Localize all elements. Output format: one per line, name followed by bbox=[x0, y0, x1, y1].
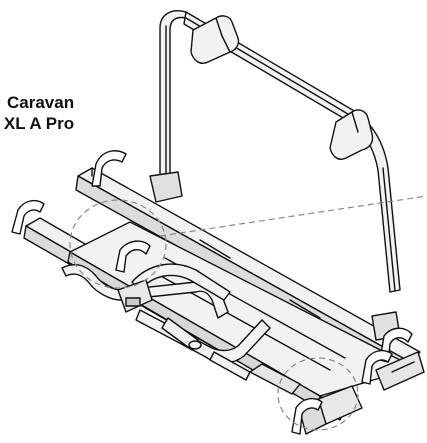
wheel-straps bbox=[11, 150, 413, 435]
frame-hinges bbox=[149, 171, 401, 341]
support-rod bbox=[209, 351, 301, 395]
product-name-line-2: XL A Pro bbox=[3, 114, 75, 133]
center-clamp bbox=[117, 279, 153, 313]
detail-leader-line bbox=[159, 195, 427, 237]
product-name-line-1: Caravan bbox=[7, 93, 75, 112]
product-name-label: Caravan XL A Pro bbox=[0, 92, 74, 134]
detail-circle-lower bbox=[277, 357, 359, 431]
tail-reflector bbox=[375, 351, 425, 391]
frame-padding bbox=[190, 15, 374, 160]
detail-callouts bbox=[69, 195, 427, 431]
detail-circle-upper bbox=[69, 199, 167, 289]
